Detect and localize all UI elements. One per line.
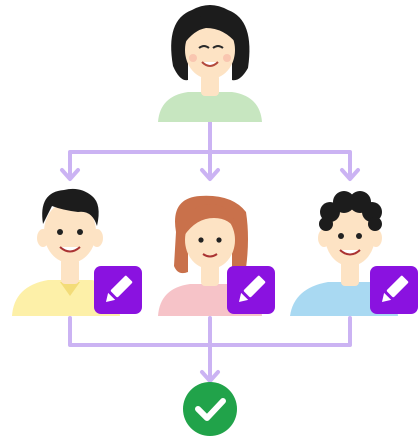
reviewer-middle xyxy=(158,195,275,316)
pencil-icon xyxy=(381,275,409,303)
split-connector xyxy=(68,118,352,178)
merge-connector xyxy=(68,316,352,380)
pencil-icon xyxy=(105,275,133,303)
edit-button[interactable] xyxy=(94,266,142,314)
checkmark-icon xyxy=(195,398,226,421)
man-avatar-icon xyxy=(12,188,120,316)
reviewer-left xyxy=(12,188,142,316)
pencil-icon xyxy=(238,275,266,303)
edit-button[interactable] xyxy=(370,266,418,314)
top-person-avatar xyxy=(158,5,262,122)
reviewer-right xyxy=(290,191,418,316)
edit-button[interactable] xyxy=(227,266,275,314)
arrow-heads xyxy=(60,168,360,383)
connectors xyxy=(60,118,360,383)
woman-avatar-icon xyxy=(158,5,262,122)
approve-button[interactable] xyxy=(183,382,237,436)
